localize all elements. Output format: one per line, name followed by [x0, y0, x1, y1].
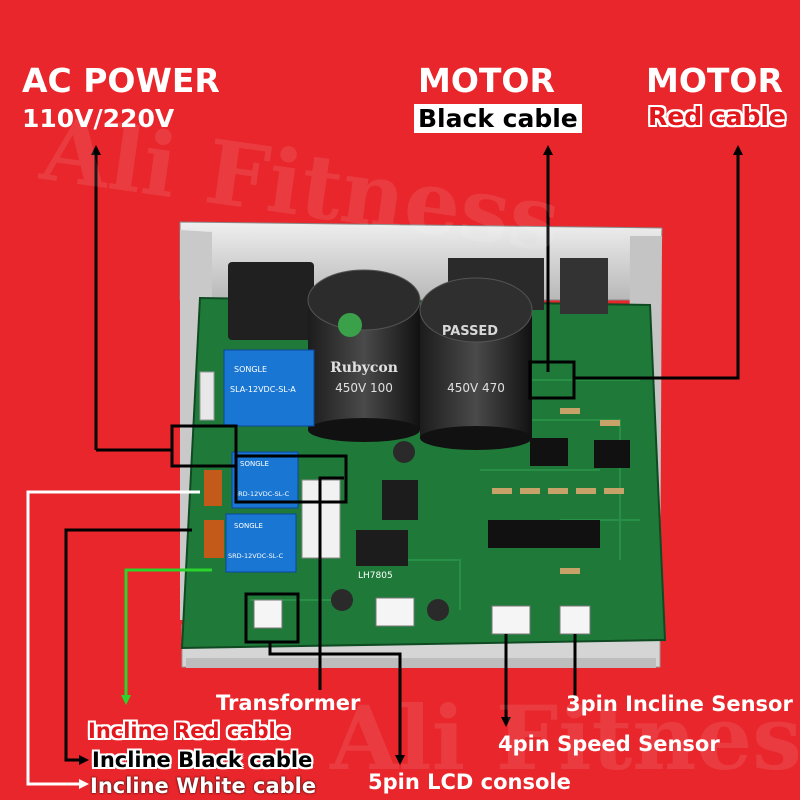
mosfet-2: [560, 258, 608, 314]
connector-speed: [491, 605, 531, 635]
relay-small-1-model: SRD-12VDC-SL-C: [234, 490, 290, 498]
connector-incline: [253, 599, 283, 629]
watermark-bottom: Ali Fitness: [330, 686, 800, 790]
motor-red-title: MOTOR: [646, 61, 783, 100]
incline-red-cable-label: Incline Red cable: [88, 719, 290, 743]
relay-small-2: SONGLE SRD-12VDC-SL-C: [225, 513, 297, 573]
relay-large: SONGLE SLA-12VDC-SL-A: [223, 349, 315, 427]
regulator-label: LH7805: [358, 571, 393, 581]
incline-sensor-label: 3pin Incline Sensor: [566, 692, 793, 716]
capacitor-right-rating: 450V 470: [447, 381, 505, 395]
relay-small-2-brand: SONGLE: [234, 522, 263, 530]
regulator-2: [382, 480, 418, 520]
transformer-label: Transformer: [216, 691, 361, 715]
ic-1: [530, 438, 568, 466]
connector-lcd: [375, 597, 415, 627]
ac-power-title: AC POWER: [22, 61, 220, 100]
highlight-boxes: [170, 360, 576, 644]
capacitor-left-label: Rubycon: [330, 360, 398, 376]
small-capacitor-3: [427, 599, 449, 621]
ac-power-voltage: 110V/220V: [22, 104, 175, 133]
small-capacitor: [331, 589, 353, 611]
relay-small-2-model: SRD-12VDC-SL-C: [228, 552, 284, 560]
bridge-rectifier: [228, 262, 314, 340]
motor-black-cable: Black cable: [414, 104, 582, 133]
capacitor-right-stamp: PASSED: [442, 324, 498, 339]
capacitor-right: PASSED 450V 470: [419, 277, 533, 450]
ic-large: [488, 520, 600, 548]
incline-white-cable-label: Incline White cable: [90, 774, 317, 798]
ic-2: [594, 440, 630, 468]
small-capacitor-2: [393, 441, 415, 463]
fuse: [199, 371, 215, 421]
relay-small-1-brand: SONGLE: [240, 460, 269, 468]
relay-large-model: SLA-12VDC-SL-A: [230, 385, 296, 394]
regulator-7805: [356, 530, 408, 566]
relay-small-1: SONGLE SRD-12VDC-SL-C: [231, 451, 299, 509]
resistor-row: [492, 408, 624, 574]
callout-arrows: [26, 145, 743, 789]
speed-sensor-label: 4pin Speed Sensor: [498, 732, 720, 756]
motor-black-title: MOTOR: [418, 61, 555, 100]
film-capacitor-2: [204, 470, 222, 506]
motor-red-cable: Red cable: [648, 102, 786, 131]
incline-black-cable-label: Incline Black cable: [92, 748, 313, 772]
capacitor-left: Rubycon 450V 100: [307, 269, 421, 442]
film-capacitor: [204, 520, 224, 558]
relay-large-brand: SONGLE: [234, 365, 267, 374]
capacitor-left-rating: 450V 100: [335, 381, 393, 395]
lcd-console-label: 5pin LCD console: [368, 770, 571, 794]
connector-incline-sensor: [559, 605, 591, 635]
